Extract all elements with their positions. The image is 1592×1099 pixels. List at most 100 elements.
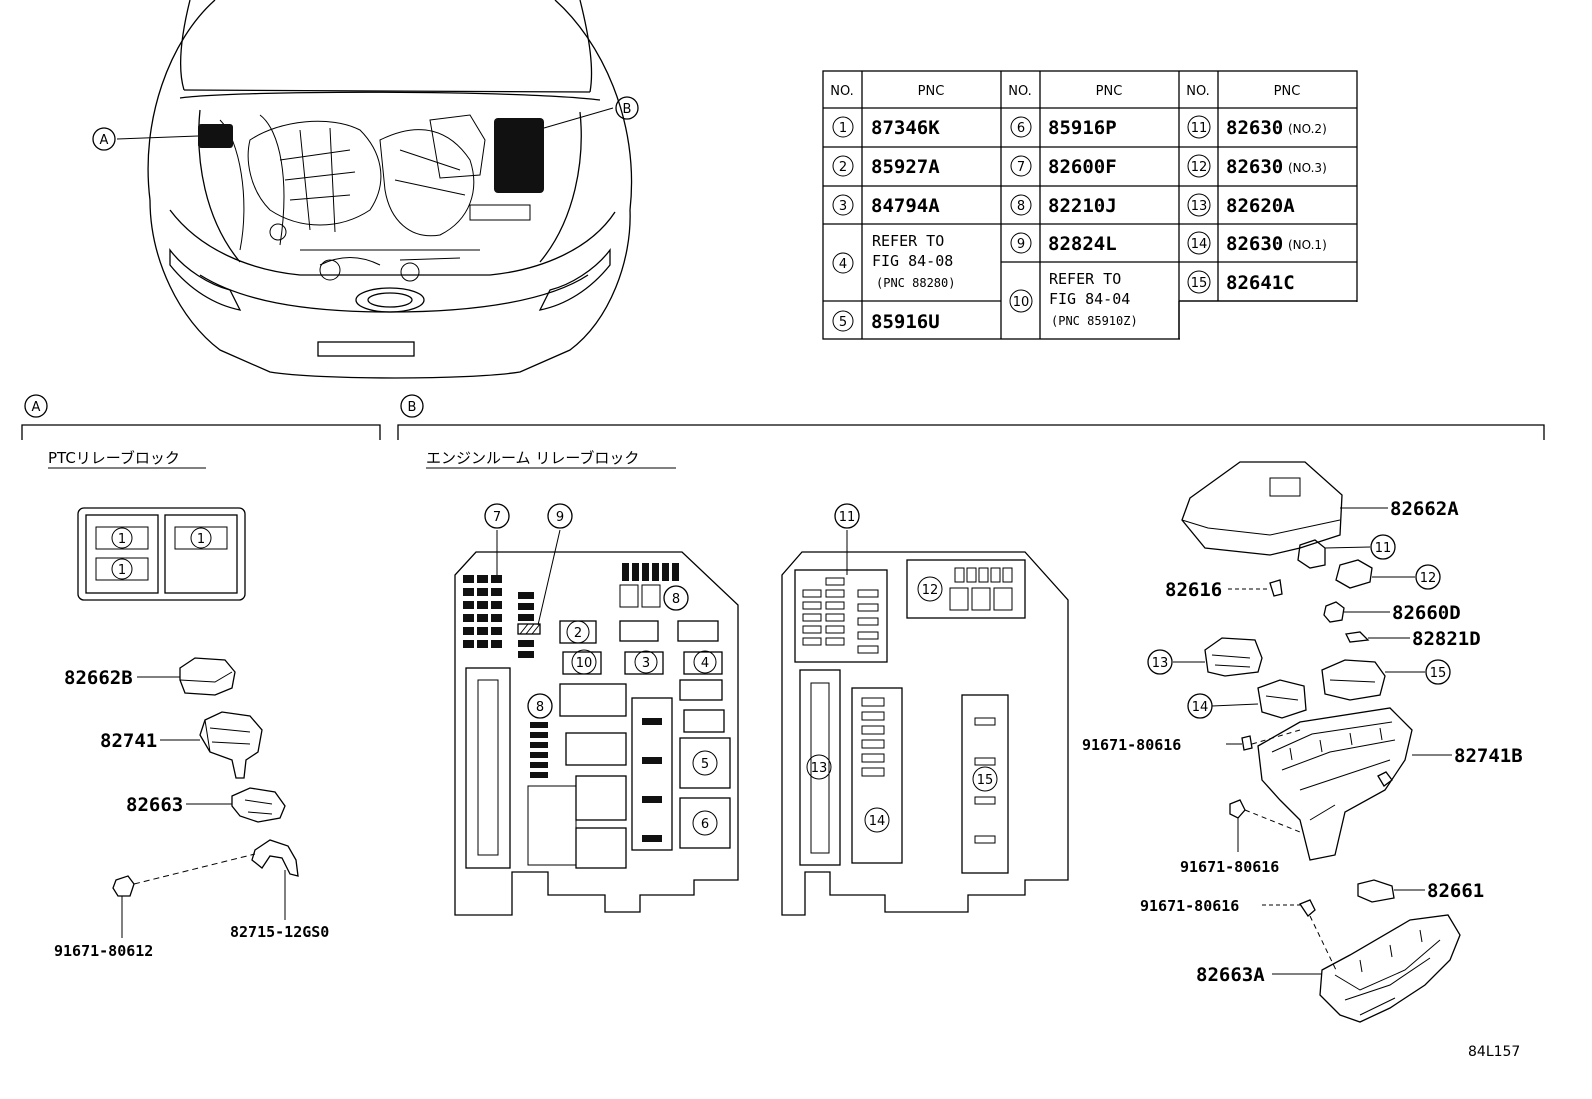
part-callout-13: 13 <box>1152 656 1169 671</box>
pnc-value: 82641C <box>1226 272 1295 294</box>
row-no: 4 <box>839 257 847 272</box>
part-callout-11: 11 <box>1375 541 1392 556</box>
part-82715-12gs0: 82715-12GS0 <box>230 923 329 941</box>
part-bolt-91671-80616-b: 91671-80616 <box>1180 858 1279 876</box>
section-b-title: エンジンルーム リレーブロック <box>426 449 639 467</box>
row-no: 14 <box>1191 237 1208 252</box>
row-no: 11 <box>1191 121 1208 136</box>
callout-5: 5 <box>701 757 709 772</box>
callout-11: 11 <box>839 510 856 525</box>
ptc-relay-block: 1 1 1 <box>77 507 246 601</box>
header-pnc-3: PNC <box>1274 84 1301 99</box>
row-no: 9 <box>1017 237 1025 252</box>
part-82821d: 82821D <box>1412 628 1481 650</box>
part-82662a: 82662A <box>1390 498 1459 520</box>
callout-3: 3 <box>642 656 650 671</box>
callout-1: 1 <box>118 563 126 578</box>
callout-13: 13 <box>811 761 828 776</box>
callout-14: 14 <box>869 814 886 829</box>
row-no: 13 <box>1191 199 1208 214</box>
fuse-grid-7 <box>463 575 534 658</box>
part-callout-14: 14 <box>1192 700 1209 715</box>
ref-line: REFER TO <box>872 232 944 250</box>
callout-8a: 8 <box>672 592 680 607</box>
row-no: 3 <box>839 199 847 214</box>
section-headers: A B PTCリレーブロック エンジンルーム リレーブロック <box>21 394 1545 469</box>
pnc-value: 85916P <box>1048 117 1117 139</box>
callout-4: 4 <box>701 656 709 671</box>
figure-id: 84L157 <box>1468 1044 1520 1060</box>
part-82663: 82663 <box>126 794 183 816</box>
relay-block-layout-2: 11 12 13 14 15 <box>781 503 1069 916</box>
ref-line: REFER TO <box>1049 270 1121 288</box>
part-82741: 82741 <box>100 730 157 752</box>
callout-2: 2 <box>574 626 582 641</box>
callout-a-circle <box>92 127 116 151</box>
header-no-3: NO. <box>1186 84 1210 99</box>
header-no-1: NO. <box>830 84 854 99</box>
pnc-value: 85927A <box>871 156 940 178</box>
pnc-suffix: (NO.3) <box>1288 161 1327 175</box>
part-bolt-91671-80616-c: 91671-80616 <box>1140 897 1239 915</box>
row-no: 6 <box>1017 121 1025 136</box>
exploded-parts: 82662A 11 12 82616 82660D 82821D 13 15 1… <box>1082 461 1523 1023</box>
row-no: 2 <box>839 160 847 175</box>
ref-pnc: (PNC 88280) <box>876 276 955 290</box>
pnc-value: 84794A <box>871 195 940 217</box>
callout-b: B <box>623 102 632 117</box>
ref-line: FIG 84-08 <box>872 252 953 270</box>
ref-line: FIG 84-04 <box>1049 290 1130 308</box>
header-no-2: NO. <box>1008 84 1032 99</box>
section-a-letter: A <box>32 400 41 415</box>
callout-b-circle <box>615 96 639 120</box>
callout-6: 6 <box>701 817 709 832</box>
pnc-value: 82630 <box>1226 156 1283 178</box>
header-pnc-2: PNC <box>1096 84 1123 99</box>
pnc-value: 82630 <box>1226 233 1283 255</box>
pnc-value: 82600F <box>1048 156 1117 178</box>
callout-1: 1 <box>118 532 126 547</box>
pnc-value: 82620A <box>1226 195 1295 217</box>
pnc-value: 82210J <box>1048 195 1117 217</box>
callout-15: 15 <box>977 773 994 788</box>
callout-a: A <box>100 133 109 148</box>
engine-bay-illustration: A B <box>92 0 639 379</box>
callout-1: 1 <box>197 532 205 547</box>
pnc-value: 85916U <box>871 311 940 333</box>
part-bolt-91671-80616-a: 91671-80616 <box>1082 736 1181 754</box>
section-a-title: PTCリレーブロック <box>48 449 180 467</box>
pnc-value: 87346K <box>871 117 940 139</box>
row-no: 12 <box>1191 160 1208 175</box>
pnc-value: 82824L <box>1048 233 1117 255</box>
section-b-letter: B <box>408 400 417 415</box>
part-82616: 82616 <box>1165 579 1222 601</box>
header-pnc-1: PNC <box>918 84 945 99</box>
row-no: 5 <box>839 315 847 330</box>
pnc-value: 82630 <box>1226 117 1283 139</box>
callout-7: 7 <box>493 510 501 525</box>
part-82741b: 82741B <box>1454 745 1523 767</box>
callout-9: 9 <box>556 510 564 525</box>
part-callout-15: 15 <box>1430 666 1447 681</box>
part-82660d: 82660D <box>1392 602 1461 624</box>
callout-12: 12 <box>922 583 939 598</box>
part-91671-80612: 91671-80612 <box>54 942 153 960</box>
parts-table: NO. PNC NO. PNC NO. PNC 1 87346K 2 85927… <box>822 70 1358 340</box>
row-no: 1 <box>839 121 847 136</box>
callout-8b: 8 <box>536 700 544 715</box>
pnc-suffix: (NO.1) <box>1288 238 1327 252</box>
row-no: 15 <box>1191 276 1208 291</box>
row-no: 10 <box>1013 295 1030 310</box>
part-callout-12: 12 <box>1420 571 1437 586</box>
ptc-parts: 82662B 82741 82663 82715-12GS0 91671-806… <box>54 657 329 960</box>
callout-10: 10 <box>576 656 593 671</box>
part-82662b: 82662B <box>64 667 133 689</box>
row-no: 7 <box>1017 160 1025 175</box>
relay-block-layout-1: 7 9 8 2 10 3 4 8 <box>454 503 739 916</box>
ref-pnc: (PNC 85910Z) <box>1051 314 1138 328</box>
part-82663a: 82663A <box>1196 964 1265 986</box>
row-no: 8 <box>1017 199 1025 214</box>
part-82661: 82661 <box>1427 880 1484 902</box>
pnc-suffix: (NO.2) <box>1288 122 1327 136</box>
